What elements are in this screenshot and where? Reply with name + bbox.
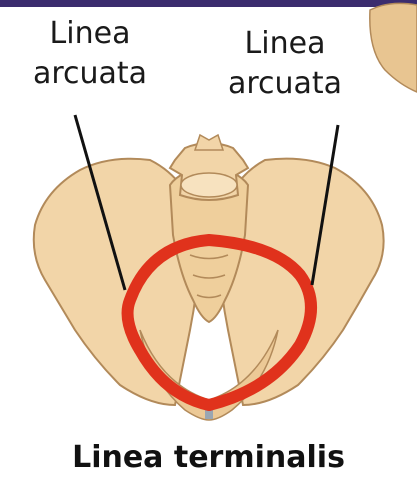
label-linea-arcuata-right: Linea arcuata [205,24,365,104]
label-left-line2: arcuata [10,54,170,94]
label-linea-arcuata-left: Linea arcuata [10,14,170,94]
corner-bone-fragment [370,3,417,92]
caption-linea-terminalis: Linea terminalis [0,440,417,475]
label-right-line1: Linea [205,24,365,64]
label-left-line1: Linea [10,14,170,54]
vertebral-body [181,173,237,197]
label-right-line2: arcuata [205,64,365,104]
spinous-process [195,135,223,150]
